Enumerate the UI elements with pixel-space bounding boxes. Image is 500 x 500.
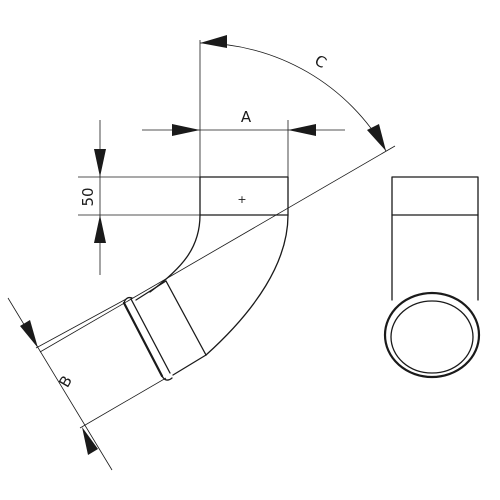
dimension-a: A xyxy=(142,40,345,177)
arc-c xyxy=(199,42,387,152)
arrow-50-bottom xyxy=(94,215,106,243)
extension-line-b-top xyxy=(35,297,129,349)
socket-seam xyxy=(165,280,207,356)
socket-opening-inner xyxy=(390,300,474,374)
label-b: B xyxy=(55,373,76,391)
socket-bottom-edge xyxy=(172,354,207,376)
arrow-b-top xyxy=(20,320,38,348)
dimension-height: 50 xyxy=(78,120,200,275)
arrow-b-bottom xyxy=(82,427,98,455)
label-50: 50 xyxy=(79,187,97,206)
label-a: A xyxy=(241,108,252,126)
arrow-50-top xyxy=(94,149,106,177)
dimension-c: C xyxy=(39,35,396,353)
socket-rim-cap-bottom xyxy=(161,375,173,381)
extension-line-c xyxy=(39,145,396,353)
extension-line-b-bottom xyxy=(79,377,167,429)
arrow-a-right xyxy=(288,124,316,136)
bend-outer-edge xyxy=(205,214,289,356)
socket-opening-outer xyxy=(383,291,481,379)
bend-front-view xyxy=(383,176,481,379)
front-top-collar xyxy=(391,176,479,216)
bend-side-view: + xyxy=(122,176,289,381)
arrow-a-left xyxy=(172,124,200,136)
bend-inner-edge xyxy=(149,214,201,293)
socket-rim-outer xyxy=(122,301,164,378)
top-collar xyxy=(199,176,289,216)
socket-top-edge xyxy=(135,280,167,301)
arrow-c-start xyxy=(200,35,227,48)
arrow-c-end xyxy=(367,124,386,151)
center-mark: + xyxy=(237,193,246,206)
dimension-b: B xyxy=(7,297,167,471)
socket-rim-inner xyxy=(130,298,171,374)
label-c: C xyxy=(311,51,329,72)
